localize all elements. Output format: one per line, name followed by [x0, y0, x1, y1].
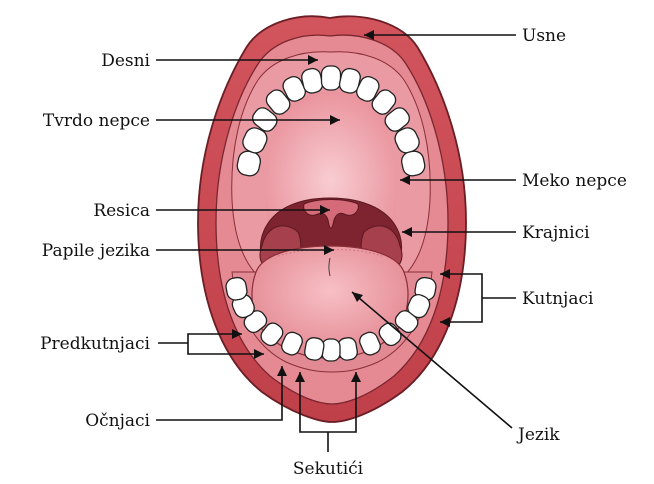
label-sekutici: Sekutići [293, 459, 364, 479]
label-krajnici: Krajnici [522, 223, 590, 243]
label-papile-jezika: Papile jezika [42, 241, 150, 261]
label-meko-nepce: Meko nepce [522, 171, 627, 191]
upper-tooth [322, 66, 341, 90]
label-tvrdo-nepce: Tvrdo nepce [43, 111, 150, 131]
label-kutnjaci: Kutnjaci [522, 289, 594, 309]
label-predkutnjaci: Predkutnjaci [40, 334, 150, 354]
lower-tooth [322, 339, 340, 361]
label-usne: Usne [522, 26, 566, 46]
label-resica: Resica [93, 201, 150, 221]
label-ocnjaci: Očnjaci [85, 411, 150, 431]
label-desni: Desni [101, 51, 150, 71]
label-jezik: Jezik [516, 425, 560, 445]
